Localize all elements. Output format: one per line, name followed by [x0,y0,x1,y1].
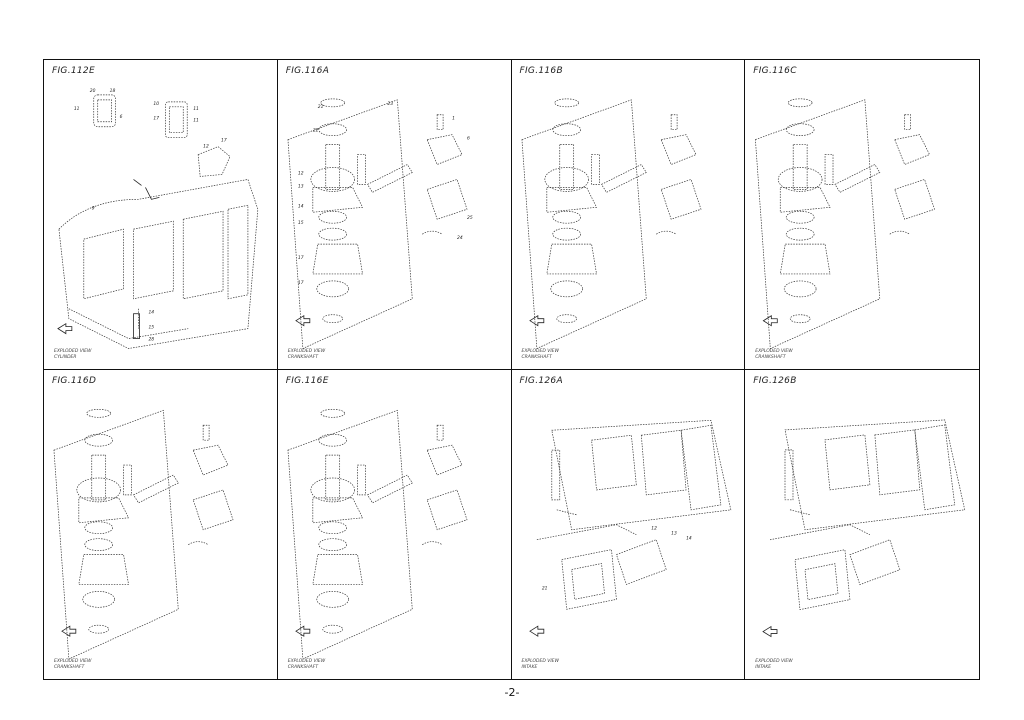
svg-text:14: 14 [148,310,154,316]
figure-panel-2[interactable]: FIG.116A 23 21 22 12 13 14 15 17 17 [277,60,512,370]
figure-title: FIG.126A [519,375,563,386]
svg-text:11: 11 [193,118,199,124]
svg-text:17: 17 [298,255,304,261]
cylinder-block-diagram: 20 18 11 6 10 11 17 11 12 17 9 14 15 28 [57,88,259,349]
svg-text:12: 12 [651,525,657,531]
figure-panel-1[interactable]: FIG.112E 20 18 11 6 10 11 17 11 12 17 [44,60,278,370]
figure-title: FIG.116E [285,375,329,386]
svg-text:10: 10 [153,101,159,107]
svg-text:21: 21 [318,104,324,110]
crankshaft-diagram [521,98,701,350]
intake-diagram: 21 12 13 14 [528,419,731,637]
figure-grid: FIG.112E 20 18 11 6 10 11 17 11 12 17 [44,60,979,679]
svg-text:21: 21 [541,585,547,591]
svg-text:12: 12 [203,144,209,150]
svg-text:13: 13 [298,183,304,189]
intake-diagram [762,419,966,637]
svg-text:17: 17 [298,280,304,286]
figure-title: FIG.116A [285,66,330,76]
figure-title: FIG.116D [52,375,97,386]
svg-text:18: 18 [110,88,116,94]
svg-text:17: 17 [221,138,227,144]
figure-title: FIG.116C [753,66,797,76]
crankshaft-diagram [755,98,936,350]
catalog-sheet: FIG.112E 20 18 11 6 10 11 17 11 12 17 [43,59,980,680]
figure-title: FIG.112E [52,66,95,76]
svg-text:17: 17 [153,116,159,122]
svg-text:25: 25 [467,215,473,221]
svg-text:1: 1 [452,116,455,122]
svg-text:14: 14 [298,203,304,209]
page-number: -2- [504,686,520,699]
svg-text:14: 14 [686,535,692,541]
svg-text:28: 28 [148,337,154,343]
svg-text:23: 23 [387,101,393,107]
figure-title: FIG.126B [753,375,797,386]
svg-text:13: 13 [671,530,677,536]
crankshaft-diagram: 23 21 22 12 13 14 15 17 17 6 1 25 24 [287,98,473,350]
svg-text:15: 15 [148,325,154,331]
svg-text:22: 22 [313,128,319,134]
figure-title: FIG.116B [519,66,563,76]
crankshaft-diagram [287,408,468,660]
svg-text:15: 15 [298,220,304,226]
svg-text:12: 12 [298,170,304,176]
svg-text:6: 6 [467,136,470,142]
svg-text:24: 24 [457,235,463,241]
svg-text:11: 11 [74,106,80,112]
svg-text:20: 20 [90,88,96,94]
svg-text:11: 11 [193,106,199,112]
svg-text:6: 6 [120,114,123,120]
crankshaft-diagram [53,408,234,660]
svg-text:9: 9 [92,205,95,211]
